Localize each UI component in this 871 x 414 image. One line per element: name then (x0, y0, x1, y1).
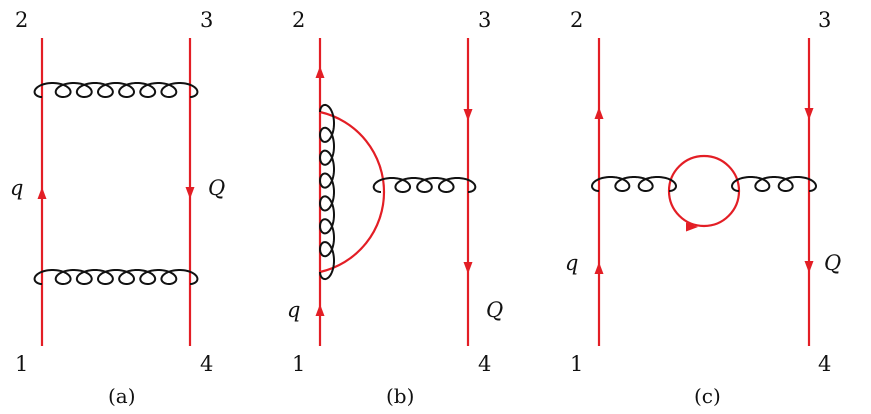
label-q: q (10, 176, 23, 200)
gluon-bottom (33, 268, 199, 286)
gluon-exchange (372, 176, 477, 194)
label-1: 1 (570, 352, 583, 376)
caption-c: (c) (694, 384, 721, 408)
label-4: 4 (478, 352, 491, 376)
arrow-up-top (315, 66, 325, 78)
label-3: 3 (478, 8, 491, 32)
arrow-up-bottom (594, 262, 604, 274)
arrow-up-top (594, 107, 604, 119)
label-3: 3 (818, 8, 831, 32)
label-4: 4 (200, 352, 213, 376)
diagram-c: 2 3 1 4 q Q (c) (565, 8, 841, 408)
label-2: 2 (570, 8, 583, 32)
arrow-down-bottom (463, 262, 473, 274)
label-q: q (565, 251, 578, 275)
label-Q: Q (824, 251, 841, 275)
gluon-right (731, 175, 817, 192)
label-2: 2 (292, 8, 305, 32)
label-4: 4 (818, 352, 831, 376)
label-Q: Q (486, 298, 503, 322)
arrow-down (185, 187, 195, 199)
arrow-down-top (463, 109, 473, 121)
quark-arc (319, 110, 386, 274)
arrow-down-top (804, 108, 814, 120)
loop-arrow (686, 222, 698, 232)
label-q: q (287, 298, 300, 322)
gluon-left (591, 175, 677, 192)
quark-loop (667, 154, 741, 228)
diagram-a: 2 3 1 4 q Q (a) (10, 8, 225, 408)
label-1: 1 (15, 352, 28, 376)
caption-b: (b) (386, 384, 414, 408)
label-Q: Q (208, 176, 225, 200)
gluon-top (33, 81, 199, 99)
diagram-b: 2 3 1 4 q Q (b) (287, 8, 503, 408)
label-2: 2 (15, 8, 28, 32)
label-3: 3 (200, 8, 213, 32)
caption-a: (a) (108, 384, 136, 408)
arrow-up (37, 187, 47, 199)
gluon-vertical (318, 103, 336, 281)
label-1: 1 (292, 352, 305, 376)
arrow-down-bottom (804, 261, 814, 273)
arrow-up-bottom (315, 304, 325, 316)
